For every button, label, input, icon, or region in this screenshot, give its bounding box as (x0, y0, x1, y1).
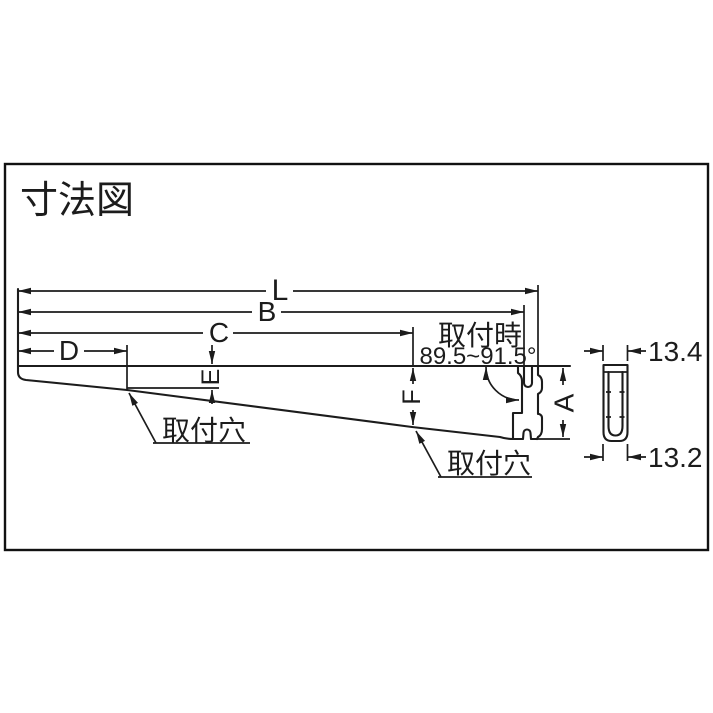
mount-hole-2-label: 取付穴 (447, 448, 531, 479)
side-view-bottom-extension-lines (602, 444, 629, 461)
hook-post-right-edge (535, 364, 544, 441)
dimension-a: A (549, 368, 580, 437)
mount-angle-value: 89.5~91.5° (419, 343, 536, 370)
mount-angle: 取付時 89.5~91.5° (419, 320, 537, 404)
hook-post-left-edge (511, 364, 524, 441)
side-view-channel-wall (607, 370, 624, 437)
mount-angle-arc (482, 366, 520, 404)
dimension-f: F (398, 368, 426, 425)
dim-label-E: E (197, 369, 225, 386)
mount-hole-callout-2: 取付穴 (415, 430, 532, 479)
dim-label-A: A (549, 393, 580, 412)
leader-mount-hole-1 (128, 392, 157, 444)
dim-label-C: C (209, 317, 229, 348)
leader-mount-hole-2 (415, 430, 442, 478)
side-view-hook-marks (606, 391, 625, 418)
side-view: 13.4 13.2 (584, 336, 703, 473)
dim-label-F: F (398, 389, 426, 404)
hook-upper-slot (522, 364, 534, 389)
side-view-top-extension-lines (602, 345, 629, 361)
page-title: 寸法図 (20, 180, 134, 222)
dim-label-L: L (272, 274, 289, 307)
dimension-e: E (127, 345, 225, 404)
mount-hole-callout-1: 取付穴 (128, 392, 250, 446)
side-view-outer-profile (602, 363, 629, 443)
mount-hole-1-label: 取付穴 (162, 415, 246, 446)
dim-label-D: D (59, 335, 79, 366)
extension-lines (126, 285, 570, 440)
dimension-lines: L B C D (18, 274, 538, 366)
side-dim-bottom-label: 13.2 (648, 442, 703, 473)
bracket-lower-edge (16, 287, 539, 441)
side-dim-top-label: 13.4 (648, 336, 703, 367)
dim-label-B: B (258, 296, 277, 327)
drawing-frame (3, 162, 710, 552)
mount-angle-caption: 取付時 (438, 320, 522, 351)
